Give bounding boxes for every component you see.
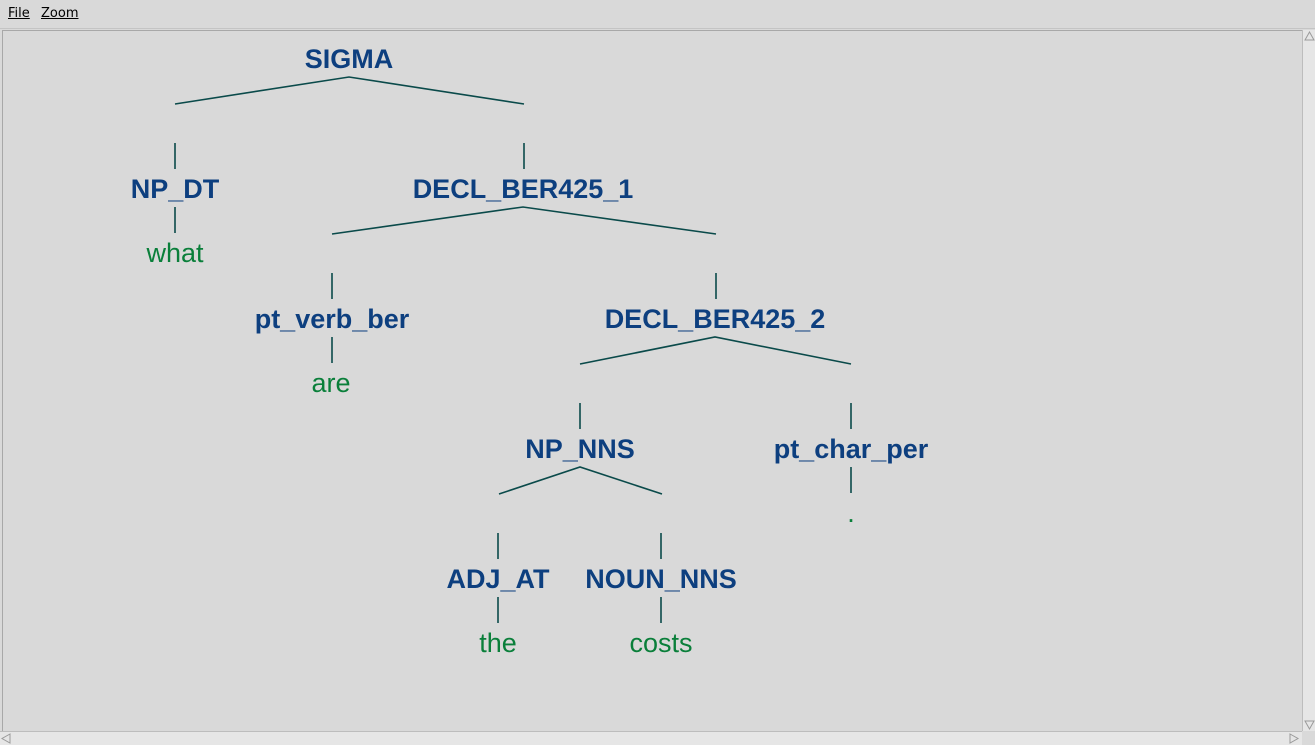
edge-np-nns-children xyxy=(498,466,663,495)
node-decl-ber425-2[interactable]: DECL_BER425_2 xyxy=(605,304,826,334)
edge-decl-1-children xyxy=(331,206,717,235)
file-menu-label: File xyxy=(8,6,30,21)
edge-decl-2-children xyxy=(579,336,852,365)
leaf-are[interactable]: are xyxy=(311,368,350,398)
node-sigma[interactable]: SIGMA xyxy=(305,44,394,74)
zoom-menu-label: Zoom xyxy=(41,6,79,21)
leaf-costs[interactable]: costs xyxy=(629,628,692,658)
node-noun-nns[interactable]: NOUN_NNS xyxy=(585,564,737,594)
node-pt-char-per[interactable]: pt_char_per xyxy=(774,434,929,464)
scroll-down-arrow-icon[interactable] xyxy=(1304,720,1315,731)
leaf-the[interactable]: the xyxy=(479,628,517,658)
edge-sigma-children xyxy=(174,76,525,105)
leaf-what[interactable]: what xyxy=(145,238,204,268)
scroll-left-arrow-icon[interactable] xyxy=(0,733,11,744)
tree-canvas xyxy=(2,30,1302,732)
node-np-dt[interactable]: NP_DT xyxy=(131,174,220,204)
vertical-scrollbar[interactable] xyxy=(1302,30,1315,731)
node-pt-verb-ber[interactable]: pt_verb_ber xyxy=(255,304,410,334)
scrollbar-corner xyxy=(1302,731,1315,744)
scroll-right-arrow-icon[interactable] xyxy=(1289,733,1300,744)
leaf-period[interactable]: . xyxy=(847,498,855,528)
node-decl-ber425-1[interactable]: DECL_BER425_1 xyxy=(413,174,634,204)
node-np-nns[interactable]: NP_NNS xyxy=(525,434,635,464)
scroll-up-arrow-icon[interactable] xyxy=(1304,30,1315,41)
horizontal-scrollbar[interactable] xyxy=(0,731,1302,745)
menu-bar: File Zoom xyxy=(0,0,1315,29)
node-adj-at[interactable]: ADJ_AT xyxy=(446,564,550,594)
file-menu[interactable]: File xyxy=(8,6,30,21)
zoom-menu[interactable]: Zoom xyxy=(41,6,78,21)
